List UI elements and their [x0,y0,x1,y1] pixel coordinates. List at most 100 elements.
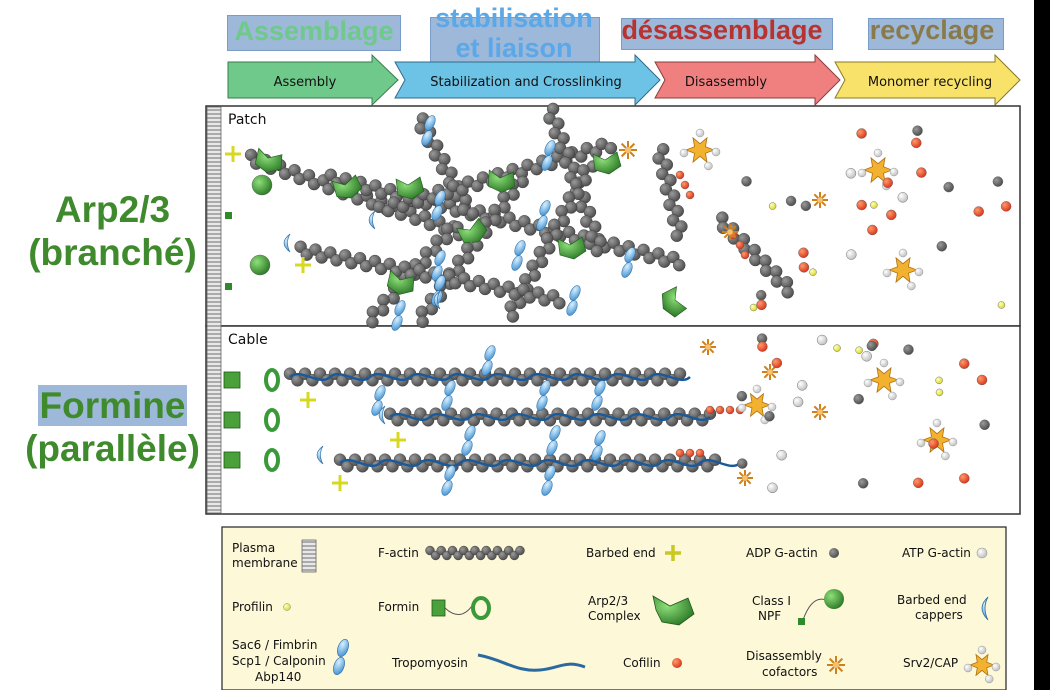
crosslinker-3 [536,200,551,231]
free-monomer-2 [756,289,767,301]
desass-highlight [621,18,833,50]
arp23-complex-6 [386,269,415,295]
cable-cofilin-2 [725,405,735,415]
free-monomer-9 [785,195,797,207]
free-monomer-39 [959,473,970,484]
free-monomer-28 [792,396,804,408]
free-monomer-24 [809,268,817,276]
free-monomer-4 [912,125,923,136]
free-monomer-1 [800,200,812,212]
tropomyosin-3 [339,458,741,468]
free-monomer-22 [856,199,867,211]
legend-srv2-shape [963,645,1001,684]
phase-label-stabilisation: stabilisation et liaison [430,3,600,65]
legend-crosslinkers-line3: Abp140 [255,670,301,684]
free-monomer-30 [736,390,748,402]
free-monomer-47 [935,388,944,397]
formin-ring-0 [264,368,280,392]
free-monomer-44 [903,344,914,355]
free-monomer-41 [866,340,878,352]
patch-panel [205,105,1021,327]
free-monomer-54 [767,482,778,494]
legend-barbed-end-icon [665,545,681,561]
legend-membrane-icon [301,539,317,573]
legend-profilin-icon [283,603,291,611]
cable-crosslinker-9 [541,465,556,496]
arp-label: Arp2/3 (branché) [10,188,215,274]
free-monomer-5 [798,247,809,258]
patch-filament-10 [652,143,688,242]
npf-1 [251,174,273,196]
phase-label-desassemblage: désassemblage [613,15,833,50]
phase-label-assemblage: Assemblage [227,15,401,51]
cofactor-patch-2 [812,192,828,208]
free-monomer-49 [833,344,841,352]
legend-crosslinker-icon [333,639,349,675]
formine-label-line1: Formine [10,384,215,427]
free-monomer-26 [936,241,947,252]
free-monomer-7 [749,303,758,312]
legend-f-actin: F-actin [378,546,419,560]
phase-arrow-assembly [227,53,399,107]
capper-patch-3 [433,290,441,310]
stab-line2: et liaison [455,33,573,63]
legend-plasma-membrane-line2: membrane [232,556,298,570]
barbed-end-patch-1 [225,146,241,162]
legend-atp-icon [976,547,988,559]
free-monomer-29 [935,376,943,385]
free-monomer-36 [913,477,924,489]
cable-crosslinker-5 [461,425,476,456]
cofilin-on-filament-1 [680,180,690,190]
srv2-patch-3 [882,248,924,291]
arp23-complex-2 [395,176,425,200]
cofactor-cable-1 [700,339,716,355]
legend-cofactor-icon [827,656,845,674]
legend-box [221,526,1007,690]
capper-patch-1 [368,210,376,230]
legend-f-actin-filament [425,545,525,561]
legend-class-i-npf-line2: NPF [758,609,781,623]
cable-crosslinker-3 [536,380,551,411]
free-monomer-11 [1000,201,1012,212]
free-monomer-12 [882,177,893,188]
cable-label: Cable [228,332,268,348]
formine-label-line2: (parallèle) [25,428,200,469]
crosslinker-5 [511,240,526,271]
legend-cofilin-icon [672,658,682,668]
free-monomer-48 [928,438,939,449]
phase-text-disassembly: Disassembly [685,75,767,90]
cofilin-on-filament-4 [735,240,745,250]
cable-crosslinker-6 [546,425,561,456]
free-monomer-42 [796,380,808,391]
free-monomer-50 [757,341,768,352]
formin-anchor-1 [223,411,241,429]
crosslinker-6 [621,247,636,278]
arp23-complex-1 [331,174,363,199]
cofactor-patch-1 [619,141,637,159]
free-monomer-19 [846,249,857,260]
cofactor-patch-3 [722,224,738,240]
barbed-end-cable-2 [390,432,406,448]
free-monomer-16 [897,192,909,203]
srv2-patch-1 [679,128,721,171]
legend-srv2-cap: Srv2/CAP [903,656,958,670]
free-monomer-3 [845,168,857,179]
barbed-end-cable-1 [300,392,316,408]
free-monomer-14 [756,299,767,311]
free-monomer-17 [911,137,922,149]
phase-arrow-stabilization [394,53,661,107]
legend-barbed-end-cappers-line2: cappers [915,608,963,622]
free-monomer-0 [867,224,878,236]
free-monomer-25 [997,301,1006,309]
capper-cable-2 [316,445,324,465]
formin-ring-1 [264,408,280,432]
npf-anchor-2 [225,283,232,290]
phase-label-recyclage: recyclage [862,15,1004,50]
formin-anchor-2 [223,451,241,469]
free-monomer-51 [816,334,828,346]
free-monomer-18 [856,128,867,139]
patch-filaments [225,102,924,331]
legend-arp23-line1: Arp2/3 [588,594,628,608]
capper-cable-1 [378,405,386,425]
